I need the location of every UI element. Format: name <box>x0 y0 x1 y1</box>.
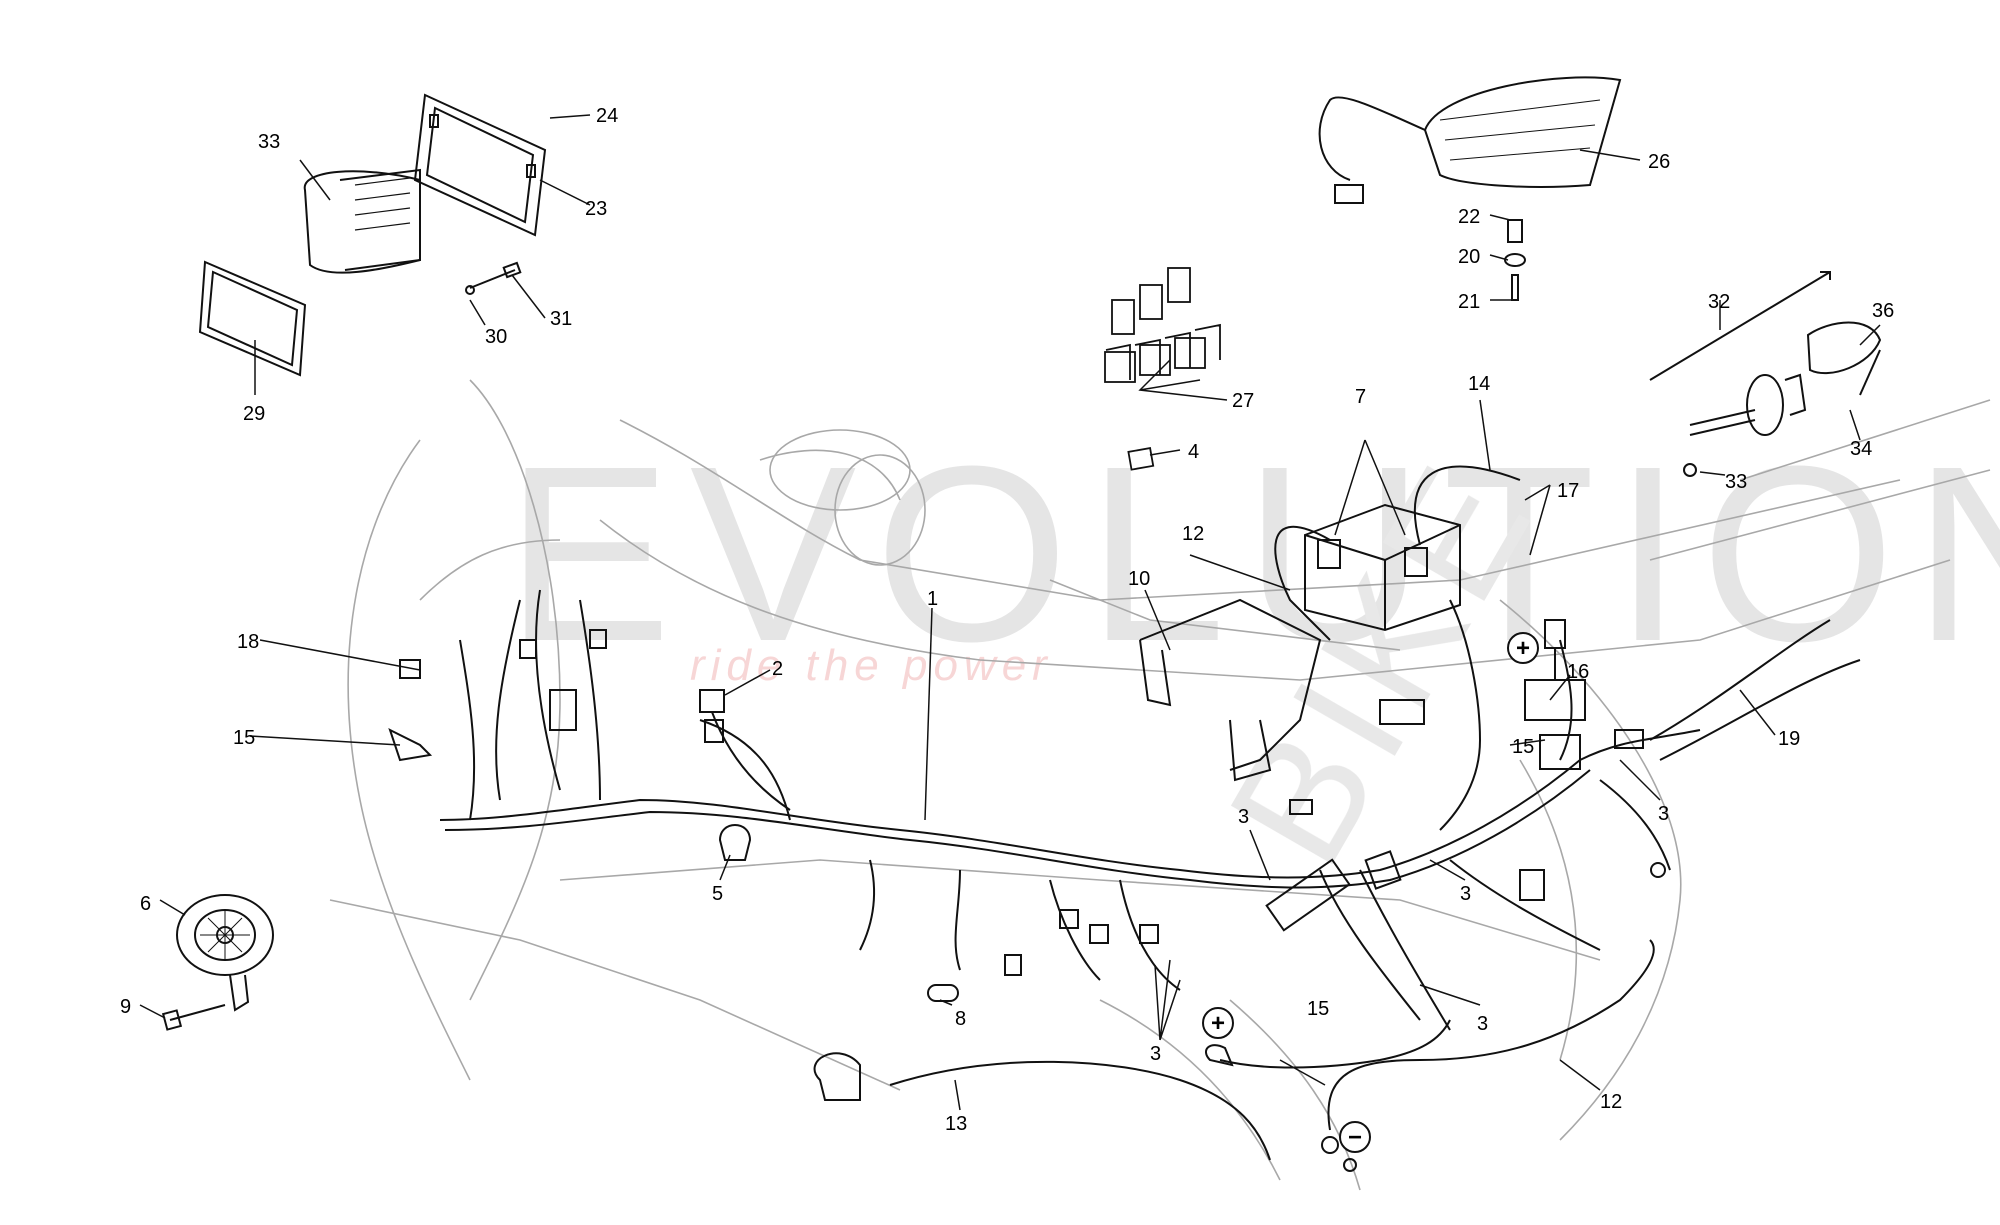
callout-34: 33 <box>1725 471 1747 493</box>
callout-22: 22 <box>1458 206 1480 228</box>
callout-1: 1 <box>927 588 938 610</box>
callout-3-center: 3 <box>1460 883 1471 905</box>
battery-tray <box>1139 598 1322 782</box>
headlight-rim-front <box>198 260 307 377</box>
watermark-brand: EVOLUTION <box>505 414 2000 693</box>
tail-light <box>1318 76 1622 301</box>
callout-32: 31 <box>550 308 572 330</box>
callout-27: 27 <box>1232 390 1254 412</box>
callout-24: 24 <box>596 105 618 127</box>
negative-symbol: − <box>1348 1124 1362 1151</box>
callout-11: 15 <box>233 727 255 749</box>
positive-symbol: + <box>1516 635 1530 662</box>
callout-36: 36 <box>1872 300 1894 322</box>
callout-6: 6 <box>140 893 151 915</box>
switch-parts <box>388 659 959 1002</box>
horn <box>161 894 274 1031</box>
callout-31: 30 <box>485 326 507 348</box>
callout-13: 13 <box>945 1113 967 1135</box>
callout-33: 32 <box>1708 291 1730 313</box>
callout-35: 34 <box>1850 438 1872 460</box>
callout-26: 26 <box>1648 151 1670 173</box>
callout-15-lower: 15 <box>1307 998 1329 1020</box>
callout-19: 19 <box>1778 728 1800 750</box>
callout-3-lower: 3 <box>1477 1013 1488 1035</box>
callout-23: 23 <box>585 198 607 220</box>
polarity-symbols: + + − <box>1202 632 1539 1153</box>
callout-30: 33 <box>258 131 280 153</box>
callout-14: 14 <box>1468 373 1490 395</box>
callout-9: 9 <box>120 996 131 1018</box>
frame-outline <box>329 379 1991 1191</box>
ground-starter-cables <box>813 599 1655 1172</box>
callout-29: 29 <box>243 403 265 425</box>
headlight-screw <box>465 261 522 295</box>
callout-3-mid: 3 <box>1238 806 1249 828</box>
callout-5: 5 <box>712 883 723 905</box>
positive-terminal-icon-2 <box>1202 1007 1234 1039</box>
callout-12-top: 12 <box>1182 523 1204 545</box>
callout-3-bottom: 3 <box>1150 1043 1161 1065</box>
callout-17: 17 <box>1557 480 1579 502</box>
positive-terminal-icon <box>1507 632 1539 664</box>
callout-20: 20 <box>1458 246 1480 268</box>
voltage-regulator <box>1379 619 1644 749</box>
negative-terminal-icon <box>1339 1121 1371 1153</box>
callout-10: 10 <box>1128 568 1150 590</box>
headlight-rim-rear <box>413 93 547 237</box>
callout-8: 8 <box>955 1008 966 1030</box>
callout-18: 18 <box>237 631 259 653</box>
callout-21: 21 <box>1458 291 1480 313</box>
callout-4: 4 <box>1188 441 1199 463</box>
callout-7: 7 <box>1355 386 1366 408</box>
watermark: EVOLUTION BIKE ride the power <box>505 414 2000 895</box>
leader-lines <box>139 114 1881 1111</box>
watermark-slogan: ride the power <box>690 641 1053 690</box>
callout-12-bottom: 12 <box>1600 1091 1622 1113</box>
positive-symbol-2: + <box>1211 1010 1225 1037</box>
callout-3-right: 3 <box>1658 803 1669 825</box>
rear-indicator <box>1649 271 1882 477</box>
callout-2: 2 <box>772 658 783 680</box>
main-wiring-harness <box>439 589 1861 1031</box>
callout-15-upper: 15 <box>1512 736 1534 758</box>
callout-16: 16 <box>1567 661 1589 683</box>
callout-labels: 33 24 23 31 30 29 26 22 20 21 27 4 7 14 … <box>120 105 1894 1135</box>
headlight-body <box>303 168 421 274</box>
battery <box>1274 465 1521 641</box>
